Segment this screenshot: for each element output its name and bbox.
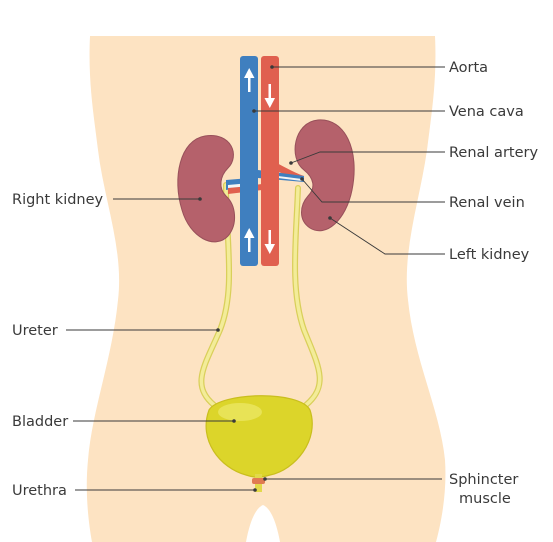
left-kidney-dot (328, 216, 332, 220)
renal-artery-label: Renal artery (449, 145, 538, 161)
down-arrow-icon (264, 84, 275, 108)
renal-artery-dot (289, 161, 293, 165)
ureter-label: Ureter (12, 323, 58, 339)
urethra-label: Urethra (12, 483, 67, 499)
aorta-dot (270, 65, 274, 69)
down-arrow-icon (264, 230, 275, 254)
renal-vein-label: Renal vein (449, 195, 525, 211)
left-ureter-inner (293, 186, 322, 407)
aorta-vessel (261, 56, 279, 266)
left-kidney-shape (294, 119, 355, 232)
right-kidney-label: Right kidney (12, 192, 104, 208)
sphincter-label: Sphincter (449, 472, 518, 488)
left-kidney-leader (329, 217, 445, 255)
renal-artery-leader (290, 151, 445, 164)
vena-cava-label: Vena cava (449, 104, 524, 120)
bladder-label: Bladder (12, 414, 68, 430)
up-arrow-icon (244, 68, 255, 92)
up-arrow-icon (244, 228, 255, 252)
vena-cava-vessel (240, 56, 258, 266)
renal-vein-leader (301, 178, 445, 203)
bladder-dot (232, 419, 236, 423)
urethra-dot (253, 488, 257, 492)
left-kidney-label: Left kidney (449, 247, 530, 263)
leg-gap (246, 505, 280, 542)
muscle-label: muscle (459, 491, 511, 507)
aorta-label: Aorta (449, 60, 488, 76)
torso-silhouette (86, 36, 446, 542)
right-kidney-shape (177, 135, 235, 243)
sphincter-muscle-shape (252, 478, 265, 484)
bladder-highlight (218, 403, 262, 421)
ureter-dot (216, 328, 220, 332)
right-kidney-dot (198, 197, 202, 201)
renal-vein-dot (300, 177, 304, 181)
vena-cava-dot (252, 109, 256, 113)
sphincter-dot (263, 477, 267, 481)
